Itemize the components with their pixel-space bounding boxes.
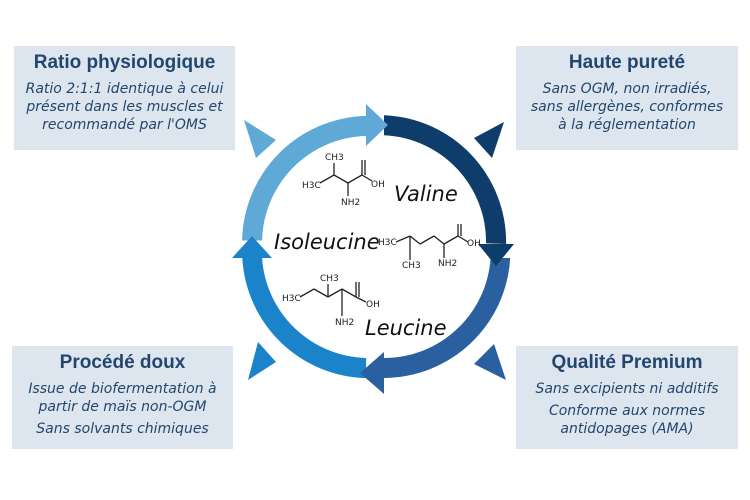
leucine-oh-label: OH <box>366 300 380 310</box>
isoleucine-ch3-label: CH3 <box>402 261 421 271</box>
ring-arrowhead-bottom-right <box>360 352 384 394</box>
card-text-line: Ratio 2:1:1 identique à celui <box>25 81 224 97</box>
corner-pointer-top-left <box>244 120 276 158</box>
card-title: Ratio physiologique <box>33 52 216 73</box>
card-text-line: à la réglementation <box>558 117 696 133</box>
card-title: Qualité Premium <box>551 352 703 373</box>
card-procede-doux: Procédé doux Issue de biofermentation à … <box>12 346 233 449</box>
ring-segment-bottom-right <box>383 258 511 379</box>
isoleucine-h3c-label: H3C <box>378 238 397 248</box>
card-text-line: Sans OGM, non irradiés, <box>542 81 712 97</box>
card-text-line: Sans solvants chimiques <box>36 421 209 437</box>
leucine-ch3-label: CH3 <box>320 274 339 284</box>
valine-nh2-label: NH2 <box>341 198 360 208</box>
corner-pointer-bottom-left <box>248 342 276 380</box>
leucine-label: Leucine <box>365 316 447 340</box>
card-title: Procédé doux <box>59 352 186 373</box>
valine-label: Valine <box>394 182 458 206</box>
card-title: Haute pureté <box>568 52 686 73</box>
ring-arrowhead-top-left <box>366 104 388 146</box>
valine-h3c-label: H3C <box>302 181 321 191</box>
card-text-line: sans allergènes, conformes <box>530 99 724 115</box>
corner-pointer-bottom-right <box>474 344 506 380</box>
isoleucine-oh-label: OH <box>467 239 481 249</box>
valine-ch3-label: CH3 <box>325 153 344 163</box>
corner-pointer-top-right <box>474 122 504 158</box>
ring-arrowhead-top-right <box>478 244 514 266</box>
valine-structure <box>319 160 373 196</box>
isoleucine-label: Isoleucine <box>274 230 380 254</box>
card-text-line: Conforme aux normes <box>548 403 706 419</box>
leucine-structure <box>299 282 367 316</box>
isoleucine-nh2-label: NH2 <box>438 259 457 269</box>
card-text-line: antidopages (AMA) <box>560 421 694 437</box>
card-text-line: Sans excipients ni additifs <box>535 381 719 397</box>
card-text-line: recommandé par l'OMS <box>42 117 207 133</box>
leucine-nh2-label: NH2 <box>335 318 354 328</box>
ring-segment-top-right <box>384 115 507 244</box>
card-text-line: présent dans les muscles et <box>26 99 223 115</box>
leucine-h3c-label: H3C <box>282 294 301 304</box>
card-haute-purete: Haute pureté Sans OGM, non irradiés, san… <box>516 46 738 150</box>
card-text-line: partir de maïs non-OGM <box>38 399 207 415</box>
card-ratio-physiologique: Ratio physiologique Ratio 2:1:1 identiqu… <box>14 46 235 150</box>
card-qualite-premium: Qualité Premium Sans excipients ni addit… <box>516 346 738 449</box>
card-text-line: Issue de biofermentation à <box>28 381 217 397</box>
ring-arrowhead-bottom-left <box>232 236 272 258</box>
isoleucine-structure <box>395 224 469 260</box>
ring-segment-top-left <box>242 115 367 241</box>
valine-oh-label: OH <box>371 180 385 190</box>
ring-segment-bottom-left <box>242 258 367 379</box>
